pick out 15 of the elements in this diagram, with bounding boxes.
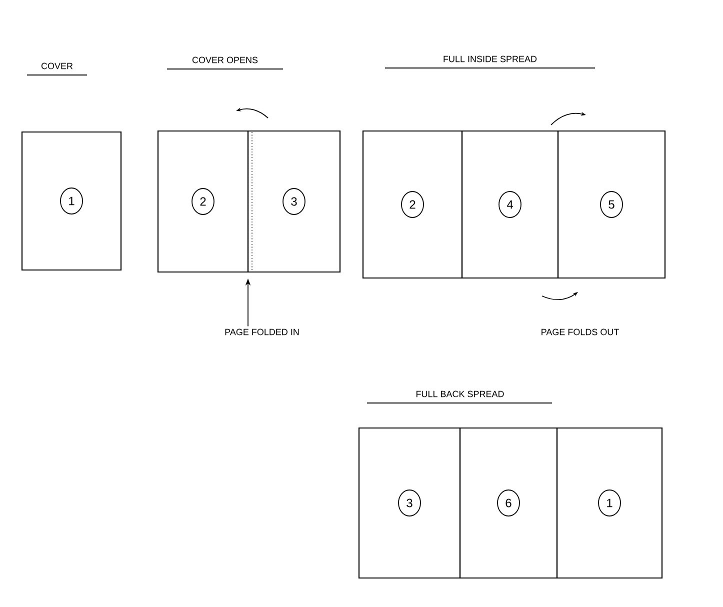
page-panel: 2 xyxy=(157,130,249,273)
page-panel: 1 xyxy=(556,427,663,579)
page-panel: 5 xyxy=(557,130,666,279)
page-panel: 2 xyxy=(362,130,463,279)
heading: FULL INSIDE SPREAD xyxy=(444,56,537,62)
annotation-text: PAGE FOLDS OUT xyxy=(542,328,619,336)
page-panel: 6 xyxy=(459,427,558,579)
page-panel: 3 xyxy=(358,427,461,579)
page-panel: 1 xyxy=(21,131,122,271)
page-panel: 4 xyxy=(461,130,559,279)
heading: COVER xyxy=(41,62,73,70)
heading: FULL BACK SPREAD xyxy=(416,390,504,398)
page-panel: 3 xyxy=(247,130,341,273)
heading: COVER OPENS xyxy=(192,56,258,64)
annotation-text: PAGE FOLDED IN xyxy=(225,328,299,336)
